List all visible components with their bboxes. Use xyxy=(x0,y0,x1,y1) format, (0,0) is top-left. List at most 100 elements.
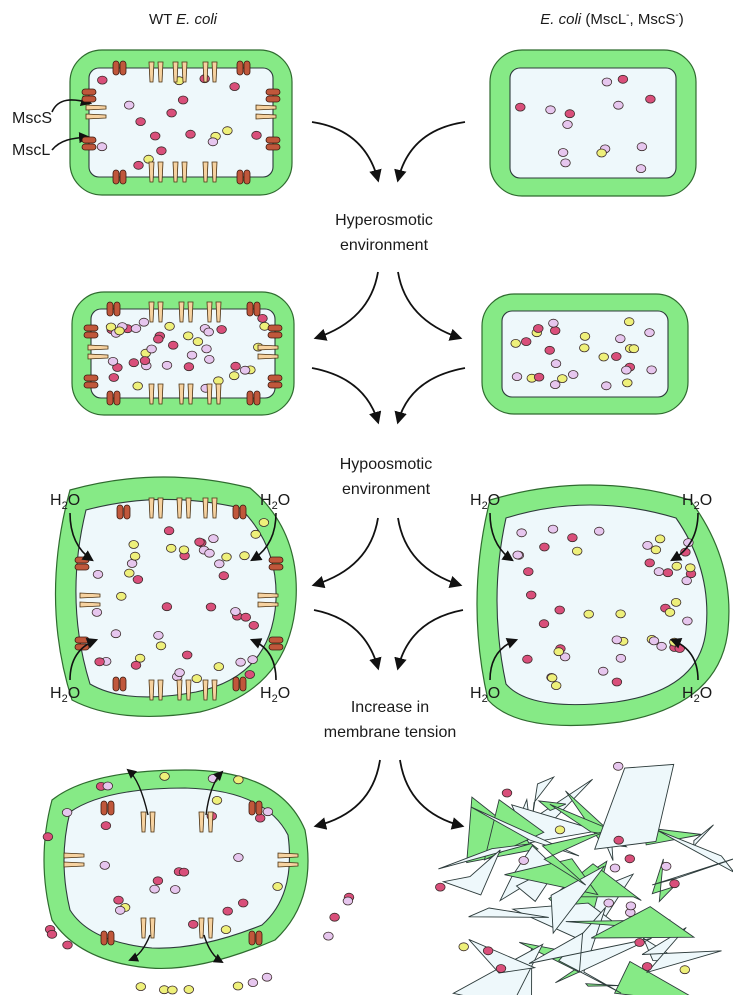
mscl-channel xyxy=(106,390,121,406)
solute-molecule xyxy=(615,334,626,344)
solute-molecule xyxy=(91,608,103,617)
solute-molecule xyxy=(550,359,562,369)
solute-molecule xyxy=(135,982,147,991)
solute-molecule xyxy=(611,677,623,687)
wt-cell-initial xyxy=(69,49,293,196)
solute-molecule xyxy=(97,75,108,85)
flow-arrows xyxy=(311,121,466,830)
solute-molecule xyxy=(213,662,225,671)
solute-molecule xyxy=(615,609,626,619)
solute-molecule xyxy=(622,378,633,388)
mscl-channel xyxy=(100,800,115,816)
solute-molecule xyxy=(557,148,569,157)
mscl-channel xyxy=(112,169,127,185)
solute-molecule xyxy=(203,327,214,337)
solute-molecule xyxy=(207,137,219,147)
solute-molecule xyxy=(554,825,566,835)
water-arrow xyxy=(669,637,699,681)
solute-molecule xyxy=(183,362,195,372)
solute-molecule xyxy=(550,380,561,390)
mscs-channel xyxy=(198,811,214,833)
solute-molecule xyxy=(114,326,125,336)
mscs-channel xyxy=(172,161,188,183)
solute-molecule xyxy=(194,537,205,547)
membrane-shard xyxy=(558,907,622,994)
mscs-channel xyxy=(63,852,85,868)
solute-molecule xyxy=(621,365,632,375)
solute-molecule xyxy=(523,567,534,576)
membrane-channels xyxy=(63,60,299,946)
mscl-channel xyxy=(246,390,261,406)
solute-molecule xyxy=(152,876,164,886)
mscs-channel xyxy=(176,497,192,519)
solute-molecule xyxy=(108,373,120,382)
arrow-row3-left xyxy=(311,517,379,589)
mscs-channel xyxy=(277,852,299,868)
solute-molecule xyxy=(662,568,674,578)
solute-molecule xyxy=(495,964,507,973)
solute-molecule xyxy=(544,345,555,355)
arrow-row3b-left xyxy=(313,609,382,671)
arrow-row2-left xyxy=(313,271,379,341)
solute-molecule xyxy=(230,361,241,371)
water-arrow xyxy=(249,638,277,681)
solute-molecule xyxy=(113,895,124,905)
mscs-channel xyxy=(172,61,188,83)
mscl-channel xyxy=(81,88,97,103)
solute-molecule xyxy=(598,666,609,676)
solute-molecule xyxy=(239,551,250,561)
mscs-channel xyxy=(257,344,279,360)
solute-molecule xyxy=(214,559,225,569)
solute-molecule xyxy=(548,318,559,328)
solute-molecule xyxy=(149,131,161,141)
solute-molecule xyxy=(204,354,215,364)
solute-molecule xyxy=(560,158,571,168)
solute-molecule xyxy=(128,540,139,549)
mutant-cell-initial xyxy=(489,49,697,197)
solute-molecule xyxy=(526,590,537,600)
solute-molecule xyxy=(579,331,591,341)
solute-molecule xyxy=(482,946,494,956)
mscl-channel xyxy=(248,800,263,816)
solute-molecule xyxy=(648,636,660,646)
mscs-channel xyxy=(206,301,222,323)
membrane-shard xyxy=(641,927,722,974)
solute-molecule xyxy=(521,337,532,347)
efflux-arrow xyxy=(126,768,149,816)
mscs-channel xyxy=(198,917,214,939)
solute-molecule xyxy=(557,374,568,384)
solute-molecule xyxy=(551,681,562,690)
solute-molecule xyxy=(163,526,175,536)
solute-molecule xyxy=(46,929,58,939)
solute-molecule xyxy=(628,344,640,354)
solute-molecule xyxy=(247,655,258,664)
solute-molecule xyxy=(613,100,624,110)
solute-molecule xyxy=(130,660,142,670)
solute-molecule xyxy=(132,381,143,391)
solute-molecule xyxy=(161,602,173,612)
arrow-row3-right xyxy=(397,517,463,588)
solute-molecule xyxy=(132,575,144,584)
mscl-channel xyxy=(116,504,131,520)
header-mutant: E. coli (MscL-, MscS-) xyxy=(540,10,683,28)
solute-molecule xyxy=(671,561,683,571)
solute-molecule xyxy=(192,337,204,347)
solute-molecule xyxy=(583,609,594,619)
solute-molecule xyxy=(522,654,533,664)
solute-molecule xyxy=(222,126,233,136)
water-arrow xyxy=(69,637,99,681)
mscs-channel xyxy=(202,161,218,183)
solute-molecule xyxy=(564,109,576,119)
hypoosmotic-label-2: environment xyxy=(342,481,431,498)
solute-molecule xyxy=(99,861,111,870)
arrow-row1-right xyxy=(394,121,466,183)
water-label: H2O xyxy=(50,492,80,512)
solute-molecule xyxy=(515,102,526,112)
mscs-channel xyxy=(148,679,164,701)
mscs-channel xyxy=(85,104,107,120)
solute-molecule xyxy=(62,940,73,950)
membrane-shard xyxy=(594,763,675,850)
solute-molecule xyxy=(262,807,274,817)
solute-molecule xyxy=(511,372,523,382)
